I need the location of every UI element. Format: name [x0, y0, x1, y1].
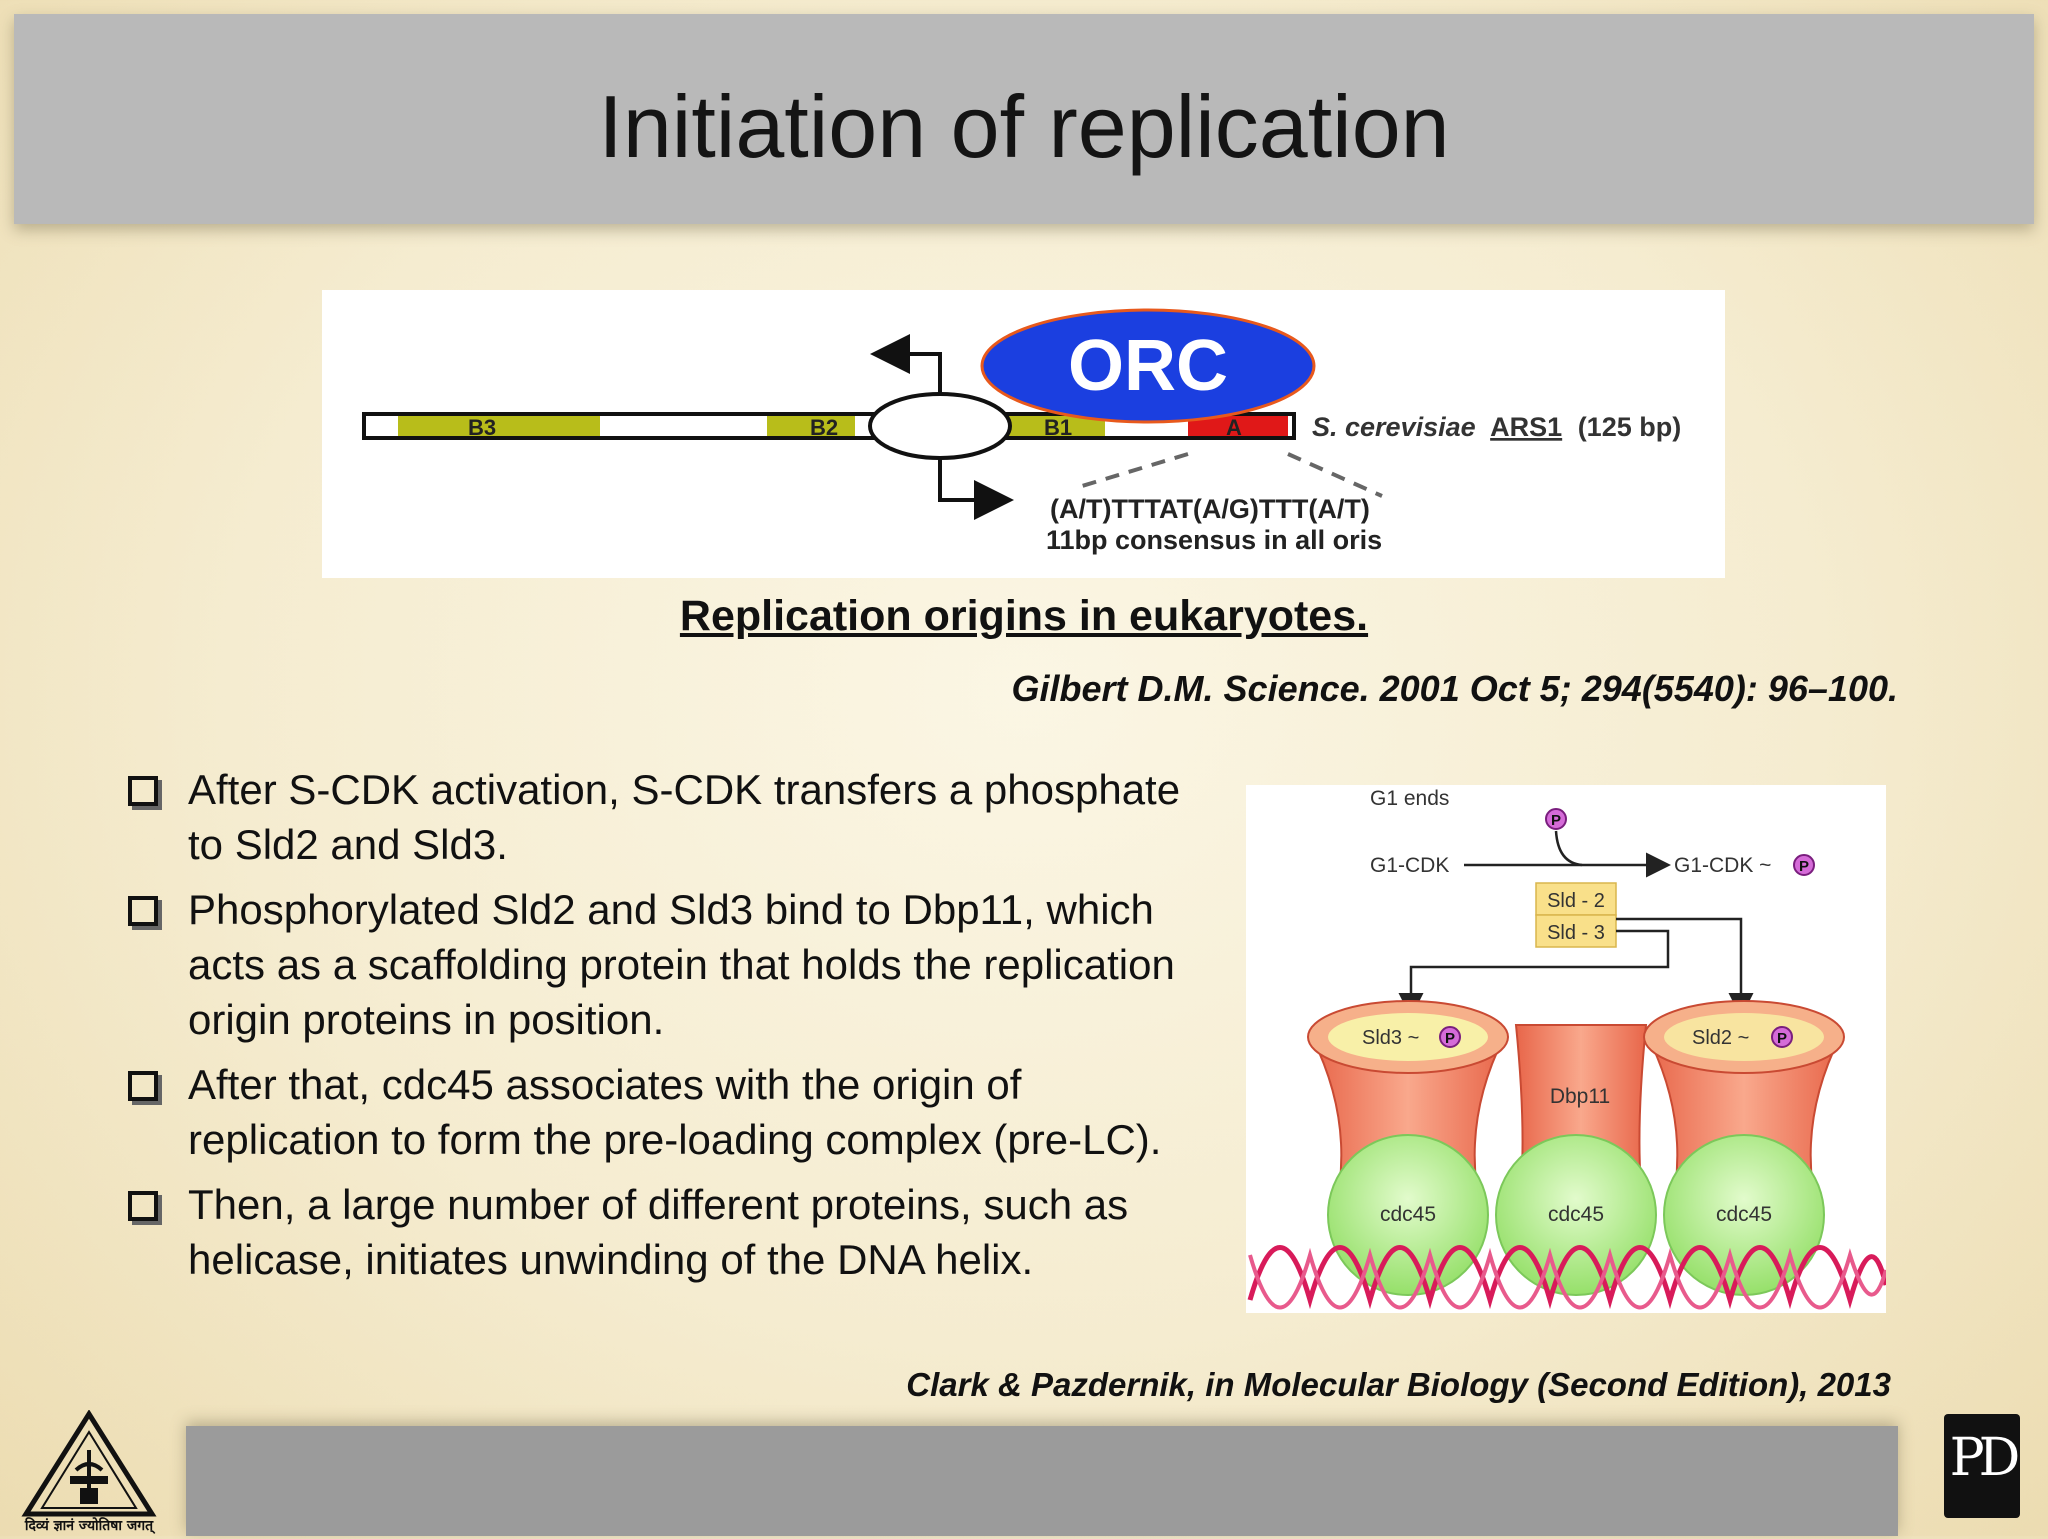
b3-element [398, 416, 600, 436]
consensus-note: 11bp consensus in all oris [1046, 525, 1382, 555]
cdc45-left-label: cdc45 [1380, 1203, 1436, 1226]
phosphate-icon [1793, 854, 1815, 876]
sld3-p-label: Sld3 ~ [1362, 1027, 1419, 1049]
reference-clark: Clark & Pazdernik, in Molecular Biology … [906, 1366, 1891, 1403]
phosphate-label: P [1799, 858, 1809, 875]
bullet-item: Phosphorylated Sld2 and Sld3 bind to Dbp… [120, 882, 1220, 1047]
b1-element [1007, 416, 1105, 436]
sld3-label: Sld - 3 [1547, 922, 1605, 944]
institution-logo: दिव्यं ज्ञानं ज्योतिषा जगत् [18, 1409, 160, 1534]
checkbox-bullet-icon [128, 1191, 158, 1221]
pre-lc-figure: G1 ends P G1-CDK G1-CDK ~ P Sld - 2 Sld … [1246, 785, 1886, 1313]
sld3-box [1535, 914, 1617, 948]
a-label: A [1226, 415, 1242, 440]
dna-strand-1 [1247, 1245, 1886, 1310]
bullet-item: Then, a large number of different protei… [120, 1177, 1220, 1287]
bullet-text: After that, cdc45 associates with the or… [188, 1061, 1162, 1163]
institution-emblem [21, 1409, 157, 1517]
consensus-pointer-left [1081, 452, 1189, 488]
phosphate-icon [1771, 1026, 1793, 1048]
figure-caption: Replication origins in eukaryotes. [679, 592, 1369, 640]
leftward-arrow [870, 334, 942, 394]
cdc45-middle [1495, 1134, 1657, 1296]
unwinding-bubble [868, 392, 1012, 460]
cdc45-middle-label: cdc45 [1548, 1203, 1604, 1226]
a-element [1188, 416, 1288, 436]
phosphate-label: P [1777, 1030, 1787, 1047]
pd-logo-box [1944, 1414, 2020, 1518]
ars1-origin-figure: B3 B2 B1 A ORC S. cerevisiae ARS1 (125 b… [322, 290, 1725, 578]
pd-logo-text: PD [1949, 1428, 2021, 1488]
checkbox-bullet-icon [128, 1071, 158, 1101]
rightward-arrow [938, 458, 1014, 520]
footer-bar [186, 1426, 1898, 1536]
phosphate-transfer-arrow [1554, 830, 1583, 867]
bullet-text: After S-CDK activation, S-CDK transfers … [188, 766, 1181, 868]
checkbox-bullet-icon [128, 776, 158, 806]
bullet-text: Phosphorylated Sld2 and Sld3 bind to Dbp… [188, 886, 1175, 1043]
reference-gilbert: Gilbert D.M. Science. 2001 Oct 5; 294(55… [1011, 668, 1898, 709]
phosphate-label: P [1445, 1030, 1455, 1047]
b2-label: B2 [810, 415, 838, 440]
dbp11-label: Dbp11 [1550, 1085, 1610, 1108]
g1-cdk-p-label: G1-CDK ~ [1674, 854, 1771, 877]
pd-logo: PD [1944, 1414, 2020, 1518]
sld2-cap-inner [1664, 1013, 1824, 1061]
bullet-text: Then, a large number of different protei… [188, 1181, 1129, 1283]
orc-complex [980, 308, 1316, 424]
ars1-diagram: B3 B2 B1 A ORC S. cerevisiae ARS1 (125 b… [362, 308, 1681, 555]
ars-length: (125 bp) [1578, 412, 1682, 442]
b2-element [767, 416, 855, 436]
g1-cdk-label: G1-CDK [1370, 854, 1449, 877]
institution-motto: दिव्यं ज्ञानं ज्योतिषा जगत् [24, 1518, 154, 1534]
consensus-pointer-right [1287, 452, 1383, 498]
slide-title: Initiation of replication [598, 77, 1450, 176]
phosphate-label: P [1551, 812, 1561, 829]
sld2-box [1535, 882, 1617, 916]
orc-label: ORC [1068, 326, 1228, 406]
bullet-list: After S-CDK activation, S-CDK transfers … [120, 762, 1220, 1297]
bullet-item: After that, cdc45 associates with the or… [120, 1057, 1220, 1167]
pre-lc-diagram: G1 ends P G1-CDK G1-CDK ~ P Sld - 2 Sld … [1247, 787, 1886, 1310]
sld2-p-label: Sld2 ~ [1692, 1027, 1749, 1049]
sld2-label: Sld - 2 [1547, 890, 1605, 912]
species-name: S. cerevisiae [1312, 412, 1476, 442]
bullet-item: After S-CDK activation, S-CDK transfers … [120, 762, 1220, 872]
phosphate-icon [1439, 1026, 1461, 1048]
sld3-cap-inner [1328, 1013, 1488, 1061]
consensus-sequence: (A/T)TTTAT(A/G)TTT(A/T) [1050, 494, 1370, 524]
title-bar: Initiation of replication [14, 14, 2034, 224]
species-label: S. cerevisiae ARS1 (125 bp) [1312, 412, 1681, 442]
dna-strand-2 [1248, 1247, 1886, 1310]
cdc45-right-label: cdc45 [1716, 1203, 1772, 1226]
g1-ends-label: G1 ends [1370, 787, 1449, 810]
b3-label: B3 [468, 415, 496, 440]
sld3-binding-arrow [1398, 929, 1670, 1018]
sld2-binding-arrow [1616, 917, 1754, 1018]
ars-name: ARS1 [1490, 412, 1562, 442]
checkbox-bullet-icon [128, 896, 158, 926]
phosphate-icon [1545, 808, 1567, 830]
b1-label: B1 [1044, 415, 1072, 440]
